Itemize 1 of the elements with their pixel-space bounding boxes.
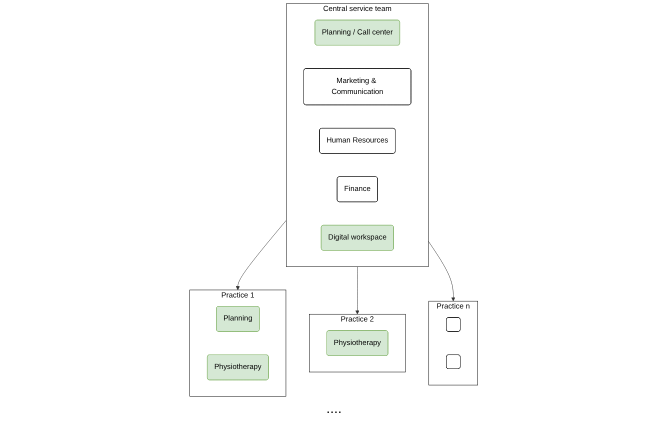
ellipsis-text: .... — [326, 400, 342, 416]
